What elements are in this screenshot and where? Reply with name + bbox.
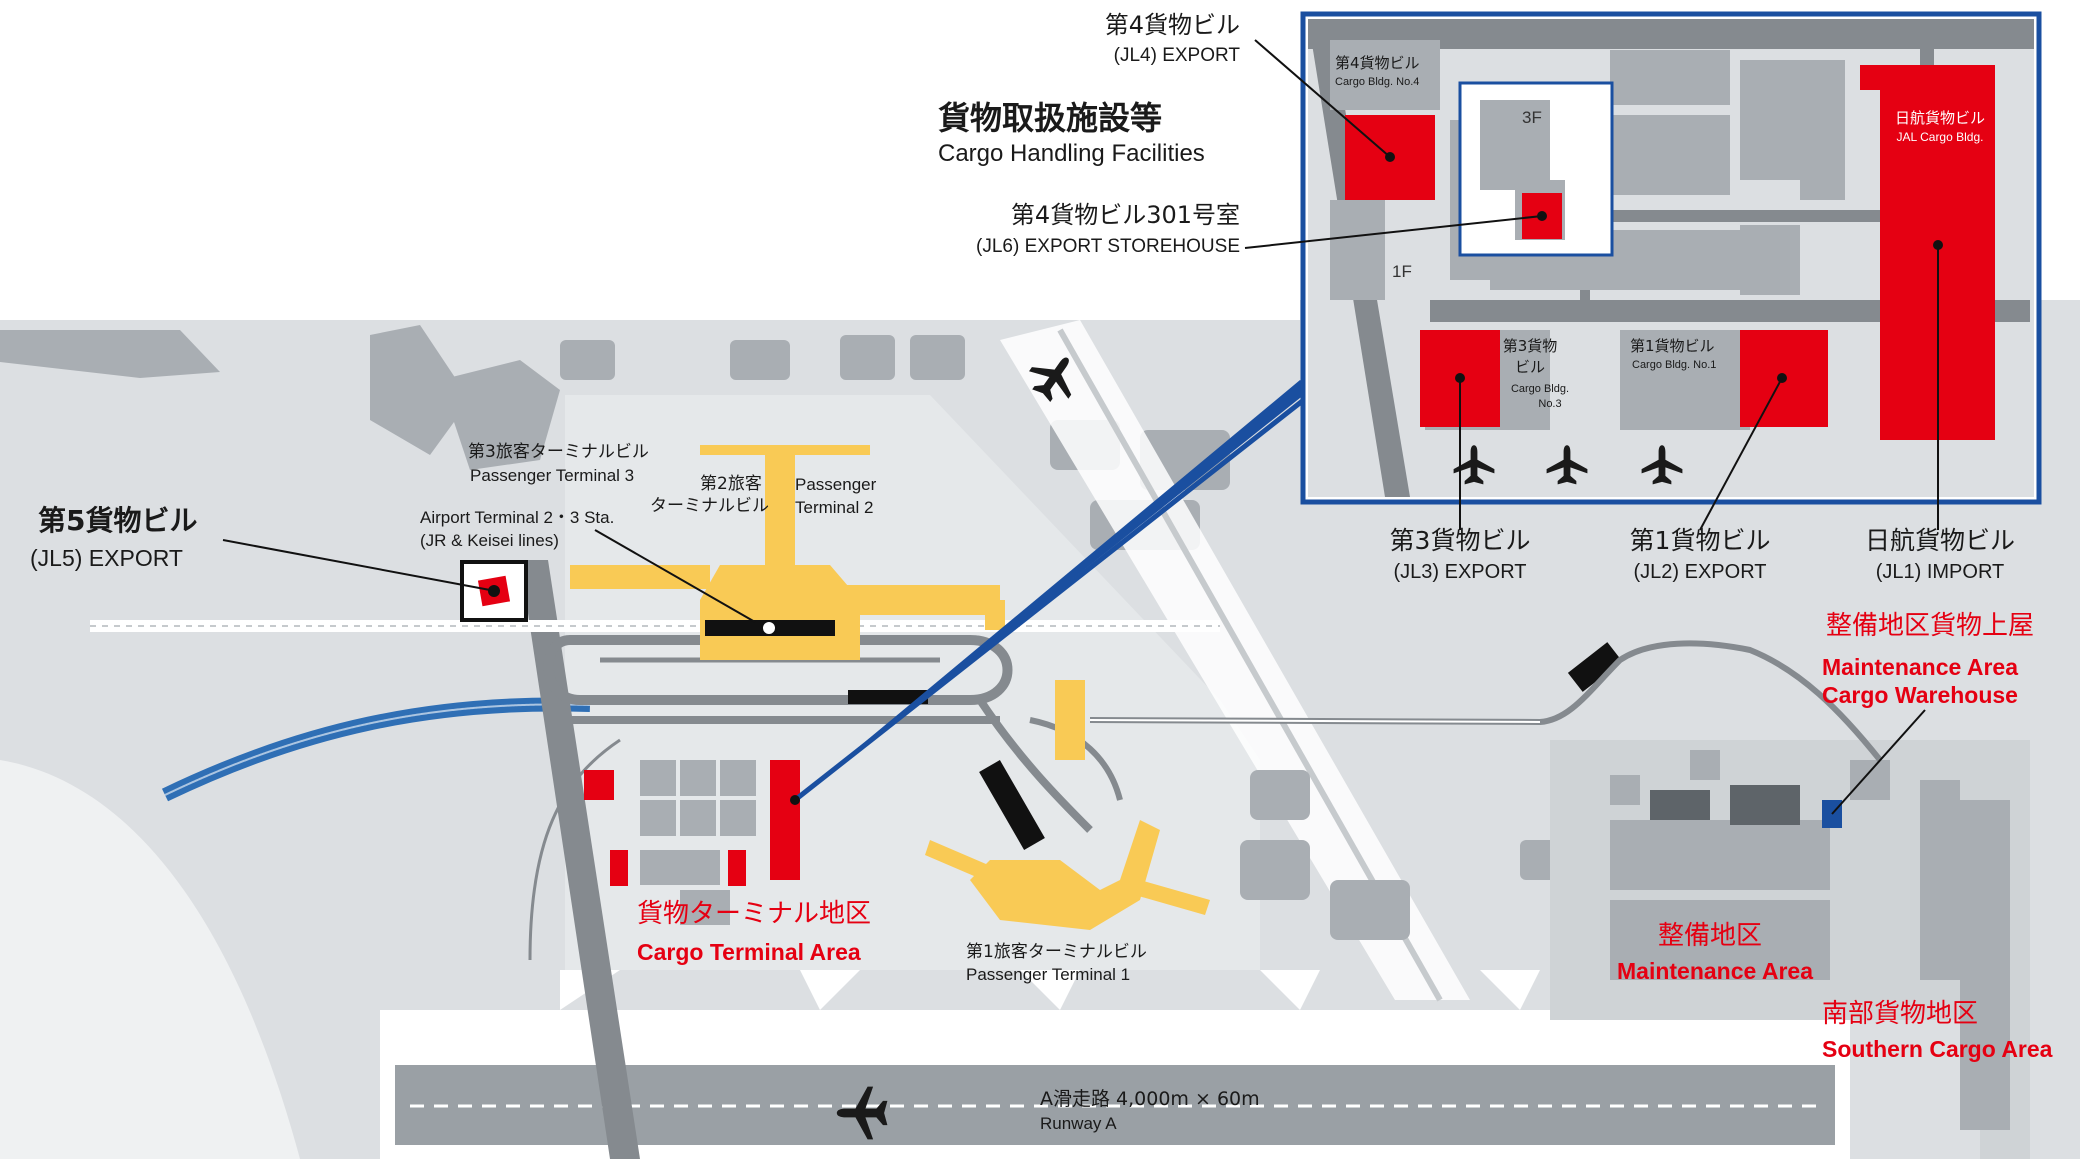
inset-cargo-3-jp-1: 第3貨物 xyxy=(1502,337,1558,355)
inset-cargo-3-en-1: Cargo Bldg. xyxy=(1510,383,1570,395)
inset-jal-cargo xyxy=(1860,65,1995,440)
label-station-1: Airport Terminal 2・3 Sta. xyxy=(420,508,615,527)
callout-cargo-4-jp: 第4貨物ビル xyxy=(1104,11,1240,39)
callout-cargo-1-jp: 第1貨物ビル xyxy=(1629,526,1771,555)
outside-area xyxy=(0,760,300,1159)
inset-cargo-3-jp-2: ビル xyxy=(1514,358,1545,376)
inset-cargo-4-jp: 第4貨物ビル xyxy=(1335,54,1420,72)
callout-room-301-jp: 第4貨物ビル301号室 xyxy=(1010,201,1240,229)
terminal-1-black-bldg xyxy=(979,760,1045,850)
label-maint-en: Maintenance Area xyxy=(1617,958,1813,984)
runway-taxiways xyxy=(560,970,1540,1010)
label-runway-en: Runway A xyxy=(1040,1114,1117,1133)
passenger-terminal-1 xyxy=(925,680,1210,930)
callout-room-301-en: (JL6) EXPORT STOREHOUSE xyxy=(976,236,1240,257)
callout-cargo-1-en: (JL2) EXPORT xyxy=(1633,561,1767,583)
label-pt1-en: Passenger Terminal 1 xyxy=(966,965,1131,984)
callout-cargo-4-en: (JL4) EXPORT xyxy=(1113,45,1240,66)
maintenance-black-bldg xyxy=(1567,642,1623,692)
label-maint-wh-en-1: Maintenance Area xyxy=(1822,654,2018,680)
label-south-en: Southern Cargo Area xyxy=(1822,1036,2053,1062)
label-cargo-area-jp: 貨物ターミナル地区 xyxy=(637,899,872,929)
label-pt3-jp: 第3旅客ターミナルビル xyxy=(468,442,649,462)
inset-cargo-1-jp: 第1貨物ビル xyxy=(1630,337,1715,355)
taxiway-northeast xyxy=(1000,320,1470,1000)
label-pt3-en: Passenger Terminal 3 xyxy=(470,466,635,485)
inset-jal-jp: 日航貨物ビル xyxy=(1894,109,1985,127)
cargo-terminal-buildings xyxy=(640,760,756,925)
inset-map xyxy=(1300,11,2042,505)
callout-cargo-5-jp: 第5貨物ビル xyxy=(38,504,198,537)
inset-leader-lines xyxy=(1244,39,1939,815)
label-south-jp: 南部貨物地区 xyxy=(1822,999,1979,1029)
inset-jal-en: JAL Cargo Bldg. xyxy=(1896,130,1984,144)
road-west xyxy=(520,560,640,1159)
label-cargo-area-en: Cargo Terminal Area xyxy=(637,939,861,965)
label-maint-wh-jp: 整備地区貨物上屋 xyxy=(1826,611,2035,641)
label-runway-jp: A滑走路 4,000m × 60m xyxy=(1040,1088,1260,1110)
label-pt2-en-1: Passenger xyxy=(795,475,877,494)
cargo-terminal-red-buildings xyxy=(584,760,800,886)
inset-cargo-4-en: Cargo Bldg. No.4 xyxy=(1335,76,1420,88)
rail-east xyxy=(1089,640,1883,762)
callout-cargo-3-jp: 第3貨物ビル xyxy=(1389,526,1531,555)
label-pt2-jp-1: 第2旅客 xyxy=(700,474,762,494)
inset-cargo-1-en: Cargo Bldg. No.1 xyxy=(1632,359,1717,371)
heading-en: Cargo Handling Facilities xyxy=(938,140,1205,167)
heading-jp: 貨物取扱施設等 xyxy=(938,99,1163,137)
label-maint-jp: 整備地区 xyxy=(1658,921,1763,951)
label-pt2-en-2: Terminal 2 xyxy=(795,498,874,517)
callout-jal-en: (JL1) IMPORT xyxy=(1875,561,2005,583)
callout-cargo-5-en: (JL5) EXPORT xyxy=(30,545,183,571)
label-pt2-jp-2: ターミナルビル xyxy=(650,496,769,516)
label-pt1-jp: 第1旅客ターミナルビル xyxy=(966,942,1147,962)
passenger-terminal-2 xyxy=(570,445,1005,660)
inset-floor-3: 3F xyxy=(1522,108,1542,127)
callout-cargo-3-en: (JL3) EXPORT xyxy=(1393,561,1527,583)
east-buildings xyxy=(1240,770,1580,940)
leader-lines xyxy=(222,529,756,623)
callout-jal-jp: 日航貨物ビル xyxy=(1864,526,2015,555)
label-station-2: (JR & Keisei lines) xyxy=(420,531,559,550)
inset-connector xyxy=(795,380,1310,800)
inset-cargo-3-en-2: No.3 xyxy=(1538,398,1562,410)
label-maint-wh-en-2: Cargo Warehouse xyxy=(1822,682,2018,708)
maintenance-buildings xyxy=(1610,750,2010,1130)
inset-floor-1: 1F xyxy=(1392,262,1412,281)
